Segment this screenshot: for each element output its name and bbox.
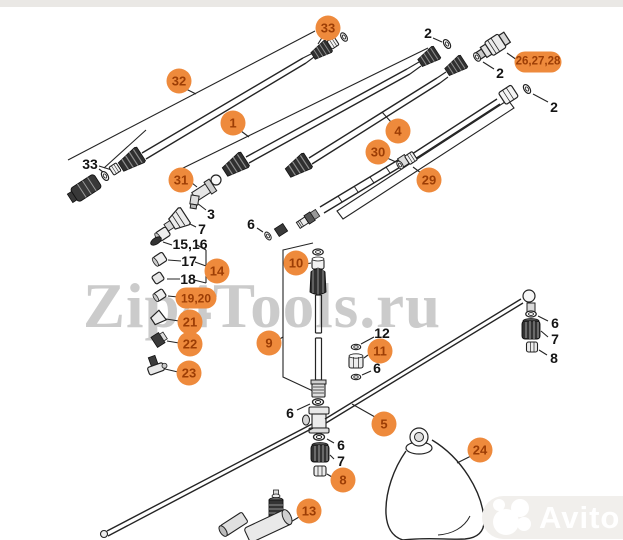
right-end-column [521,310,549,356]
spray-tube-5-group [99,289,536,539]
label-2-low: 2 [550,99,558,115]
tee-valve-13 [218,489,293,540]
label-7-bottom: 7 [337,453,345,469]
badge-23: 23 [176,360,202,386]
badge-8: 8 [330,467,356,493]
badge-29: 29 [416,167,442,193]
label-6-mid: 6 [373,360,381,376]
avito-watermark-text: Avito [539,500,621,535]
badge-13: 13 [296,498,322,524]
label-6-right: 6 [551,315,559,331]
label-33: 33 [82,156,98,172]
lance-32-group [66,30,350,204]
avito-logo-dot-small2 [517,517,531,531]
badge-30: 30 [365,139,391,165]
center-wand-group [277,242,330,434]
avito-logo-dot-medium [511,499,529,517]
badge-33: 33 [315,15,341,41]
badge-21: 21 [177,309,203,335]
badge-22: 22 [177,331,203,357]
label-18: 18 [180,271,196,287]
badge-9: 9 [256,330,282,356]
lance-1-group [174,37,453,211]
badge-32: 32 [166,68,192,94]
label-2-mid: 2 [496,65,504,81]
small-parts-column [147,207,207,376]
nozzle-26-27-28 [471,31,518,70]
label-3: 3 [207,206,215,222]
badge-1: 1 [220,110,246,136]
middle-11-12-column [348,336,375,381]
badge-19-20: 19,20 [175,287,217,309]
top-edge-strip [0,0,623,7]
badge-11: 11 [367,338,393,364]
label-6-bottom: 6 [337,437,345,453]
lance-29-group [256,82,549,242]
tee-fitting [302,406,330,434]
label-17: 17 [181,253,197,269]
badge-24: 24 [467,437,493,463]
spray-guard-24 [385,427,485,540]
label-8-right: 8 [550,350,558,366]
badge-4: 4 [385,118,411,144]
label-6-tee: 6 [286,405,294,421]
label-7-right: 7 [551,331,559,347]
label-6-lance: 6 [247,216,255,232]
badge-10: 10 [283,250,309,276]
site-watermark-text: Zip4Tools.ru [83,271,442,341]
avito-logo-dot-small [493,499,505,511]
badge-31: 31 [168,167,194,193]
label-7-left: 7 [198,221,206,237]
badge-26-27-28: 26,27,28 [514,51,562,73]
label-2-top: 2 [424,25,432,41]
badge-5: 5 [371,411,397,437]
badge-14: 14 [204,258,230,284]
bottom-center-column [283,433,335,527]
label-15-16: 15,16 [172,236,208,252]
avito-watermark: Avito [482,496,623,539]
label-12: 12 [374,325,390,341]
